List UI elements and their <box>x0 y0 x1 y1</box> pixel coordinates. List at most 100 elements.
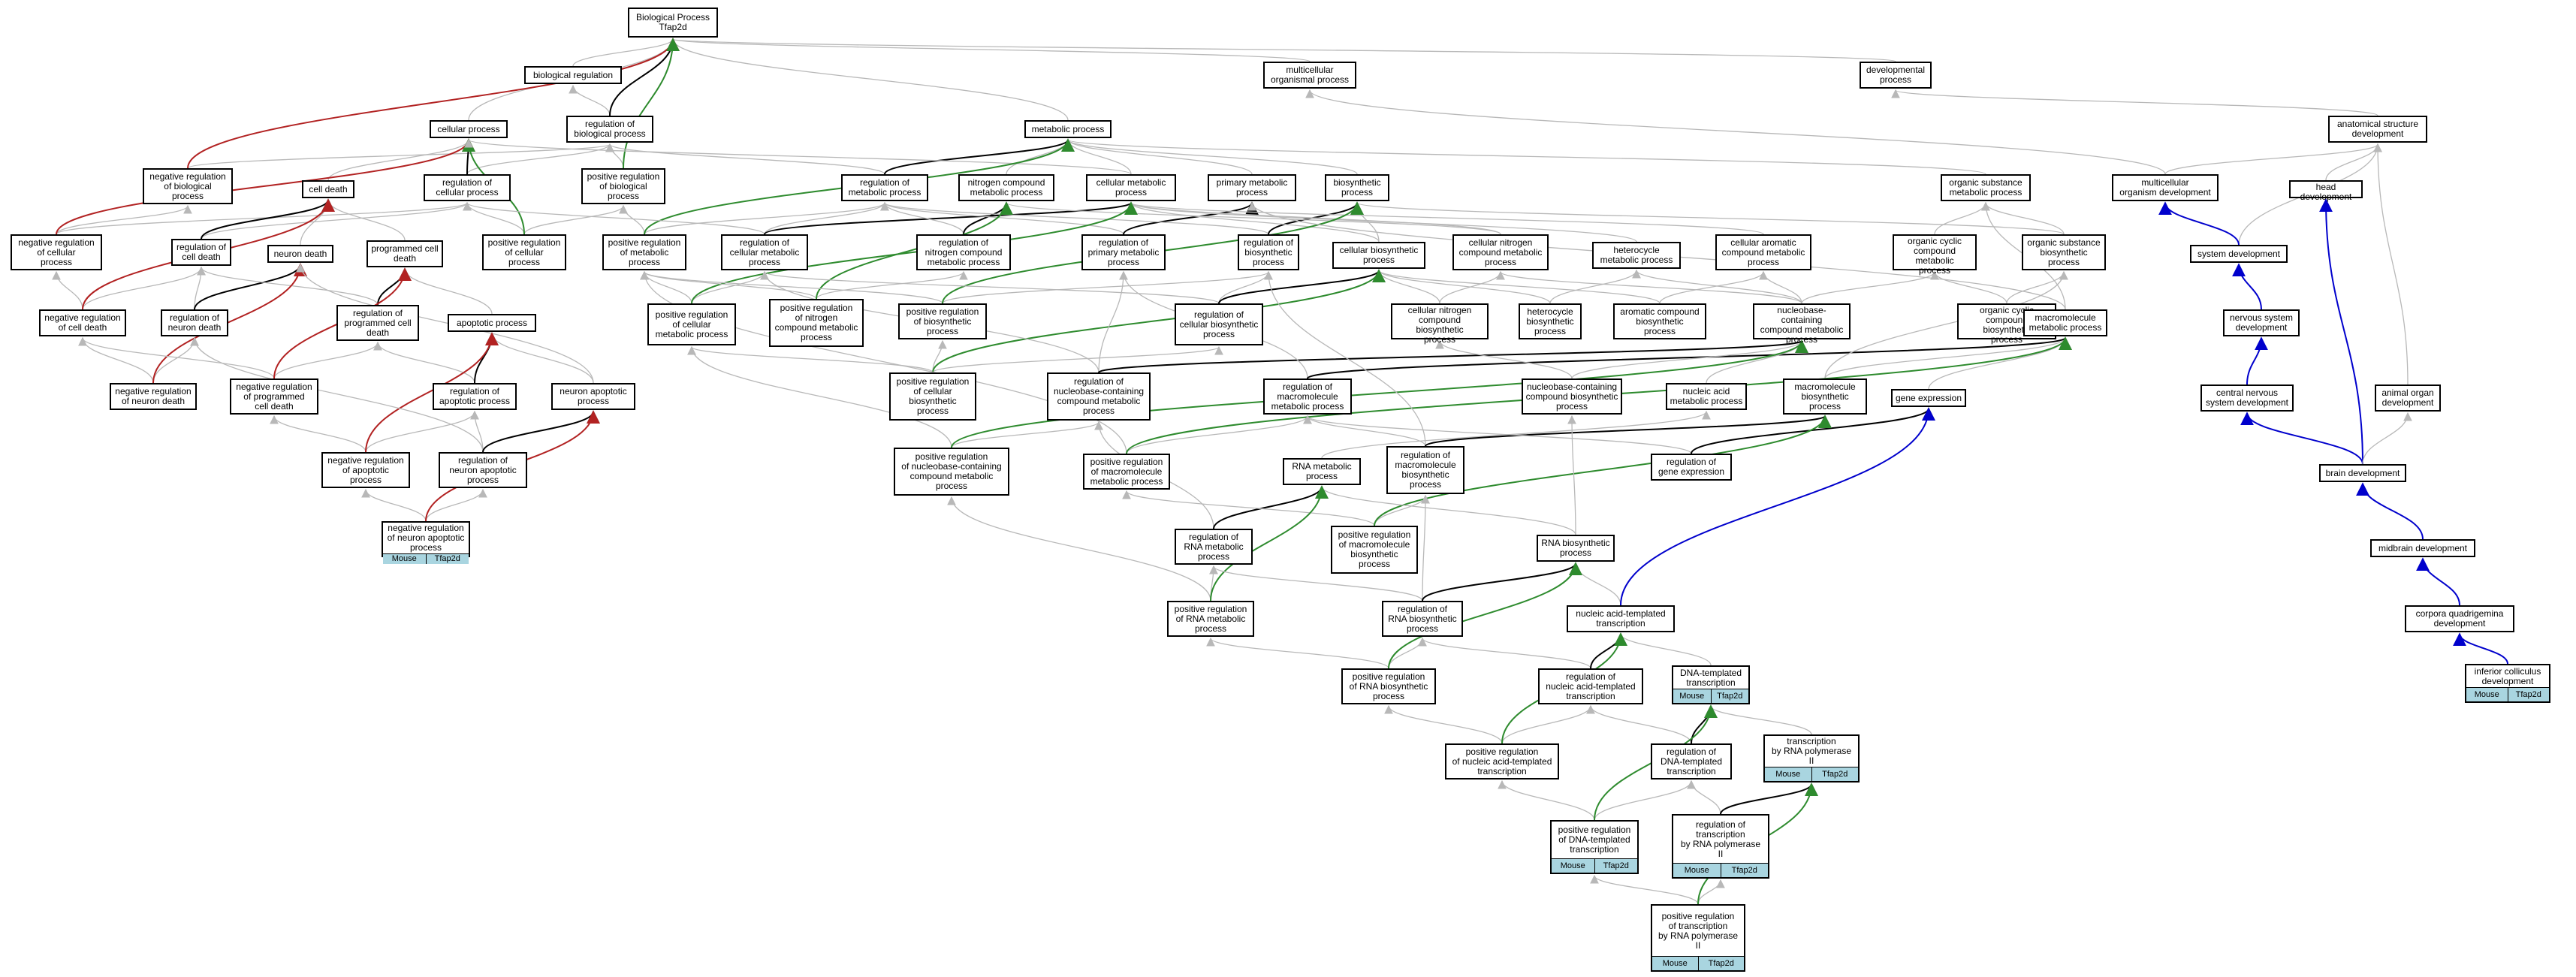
go-term-rbsp[interactable]: regulation of biosynthetic process <box>1238 234 1299 270</box>
go-term-celldeath[interactable]: cell death <box>302 180 354 198</box>
go-term-pmp[interactable]: primary metabolic process <box>1208 174 1296 201</box>
go-term-acbp[interactable]: aromatic compound biosynthetic process <box>1613 303 1706 339</box>
go-term-ap[interactable]: apoptotic process <box>448 314 536 332</box>
go-term-cncbp[interactable]: cellular nitrogen compound biosynthetic … <box>1391 303 1489 345</box>
go-term-hbp[interactable]: heterocycle biosynthetic process <box>1519 303 1582 339</box>
go-term-namp[interactable]: nucleic acid metabolic process <box>1666 383 1747 410</box>
go-term-rpcd[interactable]: regulation of programmed cell death <box>336 305 419 341</box>
go-term-rcd[interactable]: regulation of cell death <box>171 239 231 266</box>
go-term-cacmp[interactable]: cellular aromatic compound metabolic pro… <box>1715 234 1811 270</box>
go-term-rnamp[interactable]: RNA metabolic process <box>1283 458 1361 485</box>
go-term-rncmp[interactable]: regulation of nitrogen compound metaboli… <box>916 234 1011 270</box>
go-term-rcp[interactable]: regulation of cellular process <box>424 174 511 201</box>
go-term-prncmp[interactable]: positive regulation of nitrogen compound… <box>769 299 864 347</box>
go-term-nap[interactable]: neuron apoptotic process <box>551 383 635 410</box>
go-term-prnatt[interactable]: positive regulation of nucleic acid-temp… <box>1445 743 1559 779</box>
go-term-prdtt[interactable]: positive regulation of DNA-templated tra… <box>1550 820 1639 874</box>
go-term-rpmp[interactable]: regulation of primary metabolic process <box>1081 234 1166 270</box>
go-term-nrcd[interactable]: negative regulation of cell death <box>39 309 126 336</box>
go-term-label: negative regulation of apoptotic process <box>327 454 404 485</box>
go-term-asd[interactable]: anatomical structure development <box>2328 116 2427 143</box>
go-term-nrnap[interactable]: negative regulation of neuron apoptotic … <box>382 521 470 564</box>
go-term-rcmp[interactable]: regulation of cellular metabolic process <box>721 234 808 270</box>
go-term-breg[interactable]: biological regulation <box>524 66 622 84</box>
go-term-nrap[interactable]: negative regulation of apoptotic process <box>321 452 410 488</box>
go-term-rrnabp[interactable]: regulation of RNA biosynthetic process <box>1382 601 1463 637</box>
edge-is-a <box>1632 269 1802 304</box>
go-term-rrnamp[interactable]: regulation of RNA metabolic process <box>1175 529 1253 565</box>
go-term-cmp[interactable]: cellular metabolic process <box>1086 174 1176 201</box>
go-term-rnabp[interactable]: RNA biosynthetic process <box>1537 535 1615 562</box>
go-term-nsd[interactable]: nervous system development <box>2223 309 2300 336</box>
go-term-nbcmp[interactable]: nucleobase-containing compound metabolic… <box>1753 303 1851 345</box>
edge-is-a <box>640 270 817 300</box>
go-term-rbp[interactable]: regulation of biological process <box>566 116 653 143</box>
go-term-rdtt[interactable]: regulation of DNA-templated transcriptio… <box>1651 743 1732 779</box>
go-term-ncmp[interactable]: nitrogen compound metabolic process <box>958 174 1054 201</box>
go-term-rtrnap2[interactable]: regulation of transcription by RNA polym… <box>1672 814 1769 879</box>
go-term-nrpcd[interactable]: negative regulation of programmed cell d… <box>230 378 318 415</box>
go-term-osmp[interactable]: organic substance metabolic process <box>1941 174 2031 201</box>
go-term-mbd[interactable]: midbrain development <box>2370 539 2475 557</box>
go-term-dp[interactable]: developmental process <box>1860 62 1932 89</box>
go-term-nbcbp[interactable]: nucleobase-containing compound biosynthe… <box>1522 378 1622 415</box>
go-term-prcmp[interactable]: positive regulation of cellular metaboli… <box>647 303 736 345</box>
go-term-prnbcmp[interactable]: positive regulation of nucleobase-contai… <box>894 448 1009 496</box>
go-term-natt[interactable]: nucleic acid-templated transcription <box>1567 605 1675 632</box>
go-term-nrcp[interactable]: negative regulation of cellular process <box>11 234 102 270</box>
go-term-rcbp[interactable]: regulation of cellular biosynthetic proc… <box>1175 303 1263 345</box>
go-term-rge[interactable]: regulation of gene expression <box>1651 454 1732 481</box>
go-term-cp[interactable]: cellular process <box>430 120 508 138</box>
go-term-macmp[interactable]: macromolecule metabolic process <box>2023 309 2107 336</box>
go-term-bp[interactable]: Biological Process Tfap2d <box>628 8 718 38</box>
go-term-prmacbp[interactable]: positive regulation of macromolecule bio… <box>1331 526 1418 574</box>
go-term-sd[interactable]: system development <box>2190 245 2288 263</box>
go-term-nrbp[interactable]: negative regulation of biological proces… <box>143 168 233 204</box>
go-term-macbp[interactable]: macromolecule biosynthetic process <box>1783 378 1867 415</box>
go-term-rnatt[interactable]: regulation of nucleic acid-templated tra… <box>1538 668 1643 704</box>
go-term-pcd[interactable]: programmed cell death <box>366 240 443 267</box>
go-term-label: heterocycle metabolic process <box>1600 245 1673 265</box>
edge-is-a <box>1002 201 1501 235</box>
go-term-mop[interactable]: multicellular organismal process <box>1263 62 1356 89</box>
go-term-rmacbp[interactable]: regulation of macromolecule biosynthetic… <box>1386 446 1464 494</box>
go-term-aod[interactable]: animal organ development <box>2375 384 2441 412</box>
go-term-nd[interactable]: neuron death <box>267 245 333 263</box>
go-term-prtrnap2[interactable]: positive regulation of transcription by … <box>1651 904 1745 972</box>
go-term-rnd[interactable]: regulation of neuron death <box>161 309 228 336</box>
go-term-rmp[interactable]: regulation of metabolic process <box>841 174 928 201</box>
go-term-hmp[interactable]: heterocycle metabolic process <box>1592 242 1681 269</box>
edge-is-a <box>668 38 1311 62</box>
go-term-prmacmp[interactable]: positive regulation of macromolecule met… <box>1083 454 1170 490</box>
go-term-bd[interactable]: brain development <box>2319 464 2406 482</box>
go-term-rnbcmp[interactable]: regulation of nucleobase-containing comp… <box>1047 372 1151 421</box>
go-term-rap[interactable]: regulation of apoptotic process <box>433 383 517 410</box>
go-term-prrnabp[interactable]: positive regulation of RNA biosynthetic … <box>1341 668 1436 704</box>
go-term-mod[interactable]: multicellular organism development <box>2112 174 2219 201</box>
go-term-biosyn[interactable]: biosynthetic process <box>1325 174 1389 201</box>
go-term-cbp[interactable]: cellular biosynthetic process <box>1332 242 1425 269</box>
go-term-prbp[interactable]: positive regulation of biological proces… <box>581 168 665 204</box>
go-term-rnap[interactable]: regulation of neuron apoptotic process <box>439 452 527 488</box>
go-term-prcp[interactable]: positive regulation of cellular process <box>482 234 566 270</box>
go-term-metp[interactable]: metabolic process <box>1024 120 1112 138</box>
go-term-label: positive regulation of cellular metaboli… <box>655 309 728 339</box>
go-term-ge[interactable]: gene expression <box>1891 389 1966 407</box>
go-term-cnsd[interactable]: central nervous system development <box>2200 384 2294 412</box>
go-term-prcbp[interactable]: positive regulation of cellular biosynth… <box>889 372 976 421</box>
go-term-cncmp[interactable]: cellular nitrogen compound metabolic pro… <box>1452 234 1549 270</box>
go-term-prmp[interactable]: positive regulation of metabolic process <box>602 234 686 270</box>
go-term-label: nucleobase-containing compound biosynthe… <box>1525 381 1618 412</box>
go-term-occmp[interactable]: organic cyclic compound metabolic proces… <box>1893 234 1977 276</box>
go-term-prbsp[interactable]: positive regulation of biosynthetic proc… <box>898 303 987 339</box>
go-term-hd[interactable]: head development <box>2289 180 2363 202</box>
go-term-nrnd[interactable]: negative regulation of neuron death <box>110 383 197 410</box>
go-term-prrnamp[interactable]: positive regulation of RNA metabolic pro… <box>1167 601 1254 637</box>
go-term-osbp[interactable]: organic substance biosynthetic process <box>2022 234 2106 270</box>
go-term-rmacmp[interactable]: regulation of macromolecule metabolic pr… <box>1263 378 1352 415</box>
go-term-cqd[interactable]: corpora quadrigemina development <box>2405 605 2514 632</box>
edge-is-a <box>56 204 192 235</box>
